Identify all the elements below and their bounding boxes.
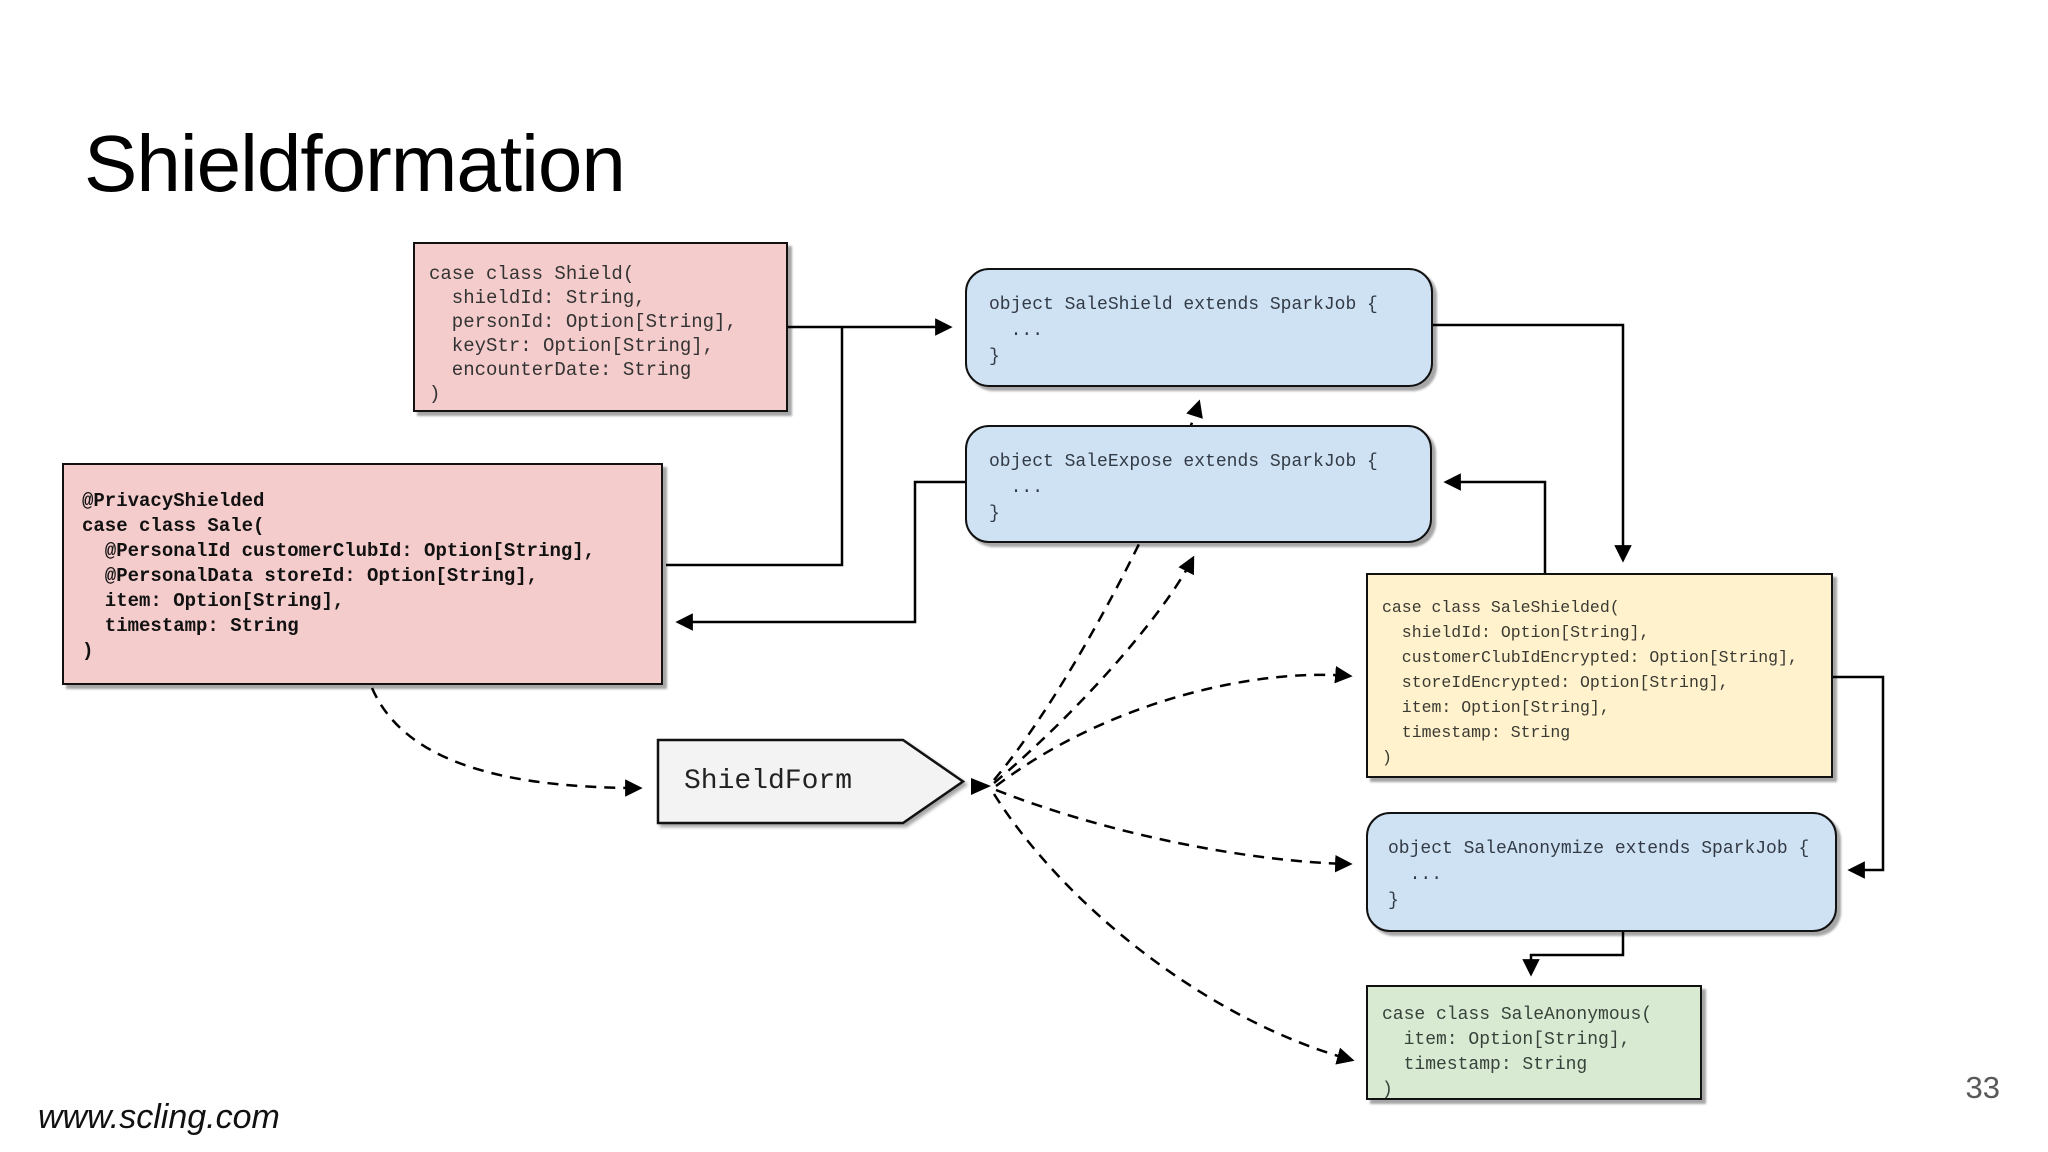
case-class-saleanonymous-box: case class SaleAnonymous( item: Option[S… — [1366, 985, 1702, 1100]
edge-shieldform-to-saleshielded — [995, 666, 1353, 787]
shieldform-tip-mark — [971, 778, 991, 795]
slide-title: Shieldformation — [84, 119, 626, 208]
object-saleexpose-box: object SaleExpose extends SparkJob { ...… — [965, 425, 1432, 543]
edge-saleanonymize-to-saleanonymous — [1522, 932, 1625, 977]
page-number: 33 — [1965, 1070, 2000, 1105]
edge-saleshielded-to-saleanonymize — [1833, 675, 1885, 879]
case-class-shield-box: case class Shield( shieldId: String, per… — [413, 242, 788, 412]
edge-saleshielded-to-saleexpose — [1443, 473, 1547, 573]
edge-saleshield-to-saleshielded — [1433, 323, 1632, 563]
object-saleshield-box: object SaleShield extends SparkJob { ...… — [965, 268, 1433, 387]
edge-shieldform-to-saleexpose — [993, 555, 1195, 784]
edge-saleexpose-to-sale — [675, 480, 965, 631]
edge-shieldform-to-saleanonymize — [995, 788, 1353, 873]
edge-sale-to-shieldform — [370, 687, 643, 797]
edge-shieldform-to-saleanonymous — [992, 793, 1355, 1065]
case-class-sale-box: @PrivacyShielded case class Sale( @Perso… — [62, 463, 663, 685]
edge-sale-join-saleshield — [666, 327, 844, 567]
case-class-saleshielded-box: case class SaleShielded( shieldId: Optio… — [1366, 573, 1833, 778]
shieldform-shape — [656, 738, 966, 825]
object-saleanonymize-box: object SaleAnonymize extends SparkJob { … — [1366, 812, 1837, 932]
shieldform-label: ShieldForm — [684, 766, 853, 797]
footer-url: www.scling.com — [38, 1098, 280, 1136]
